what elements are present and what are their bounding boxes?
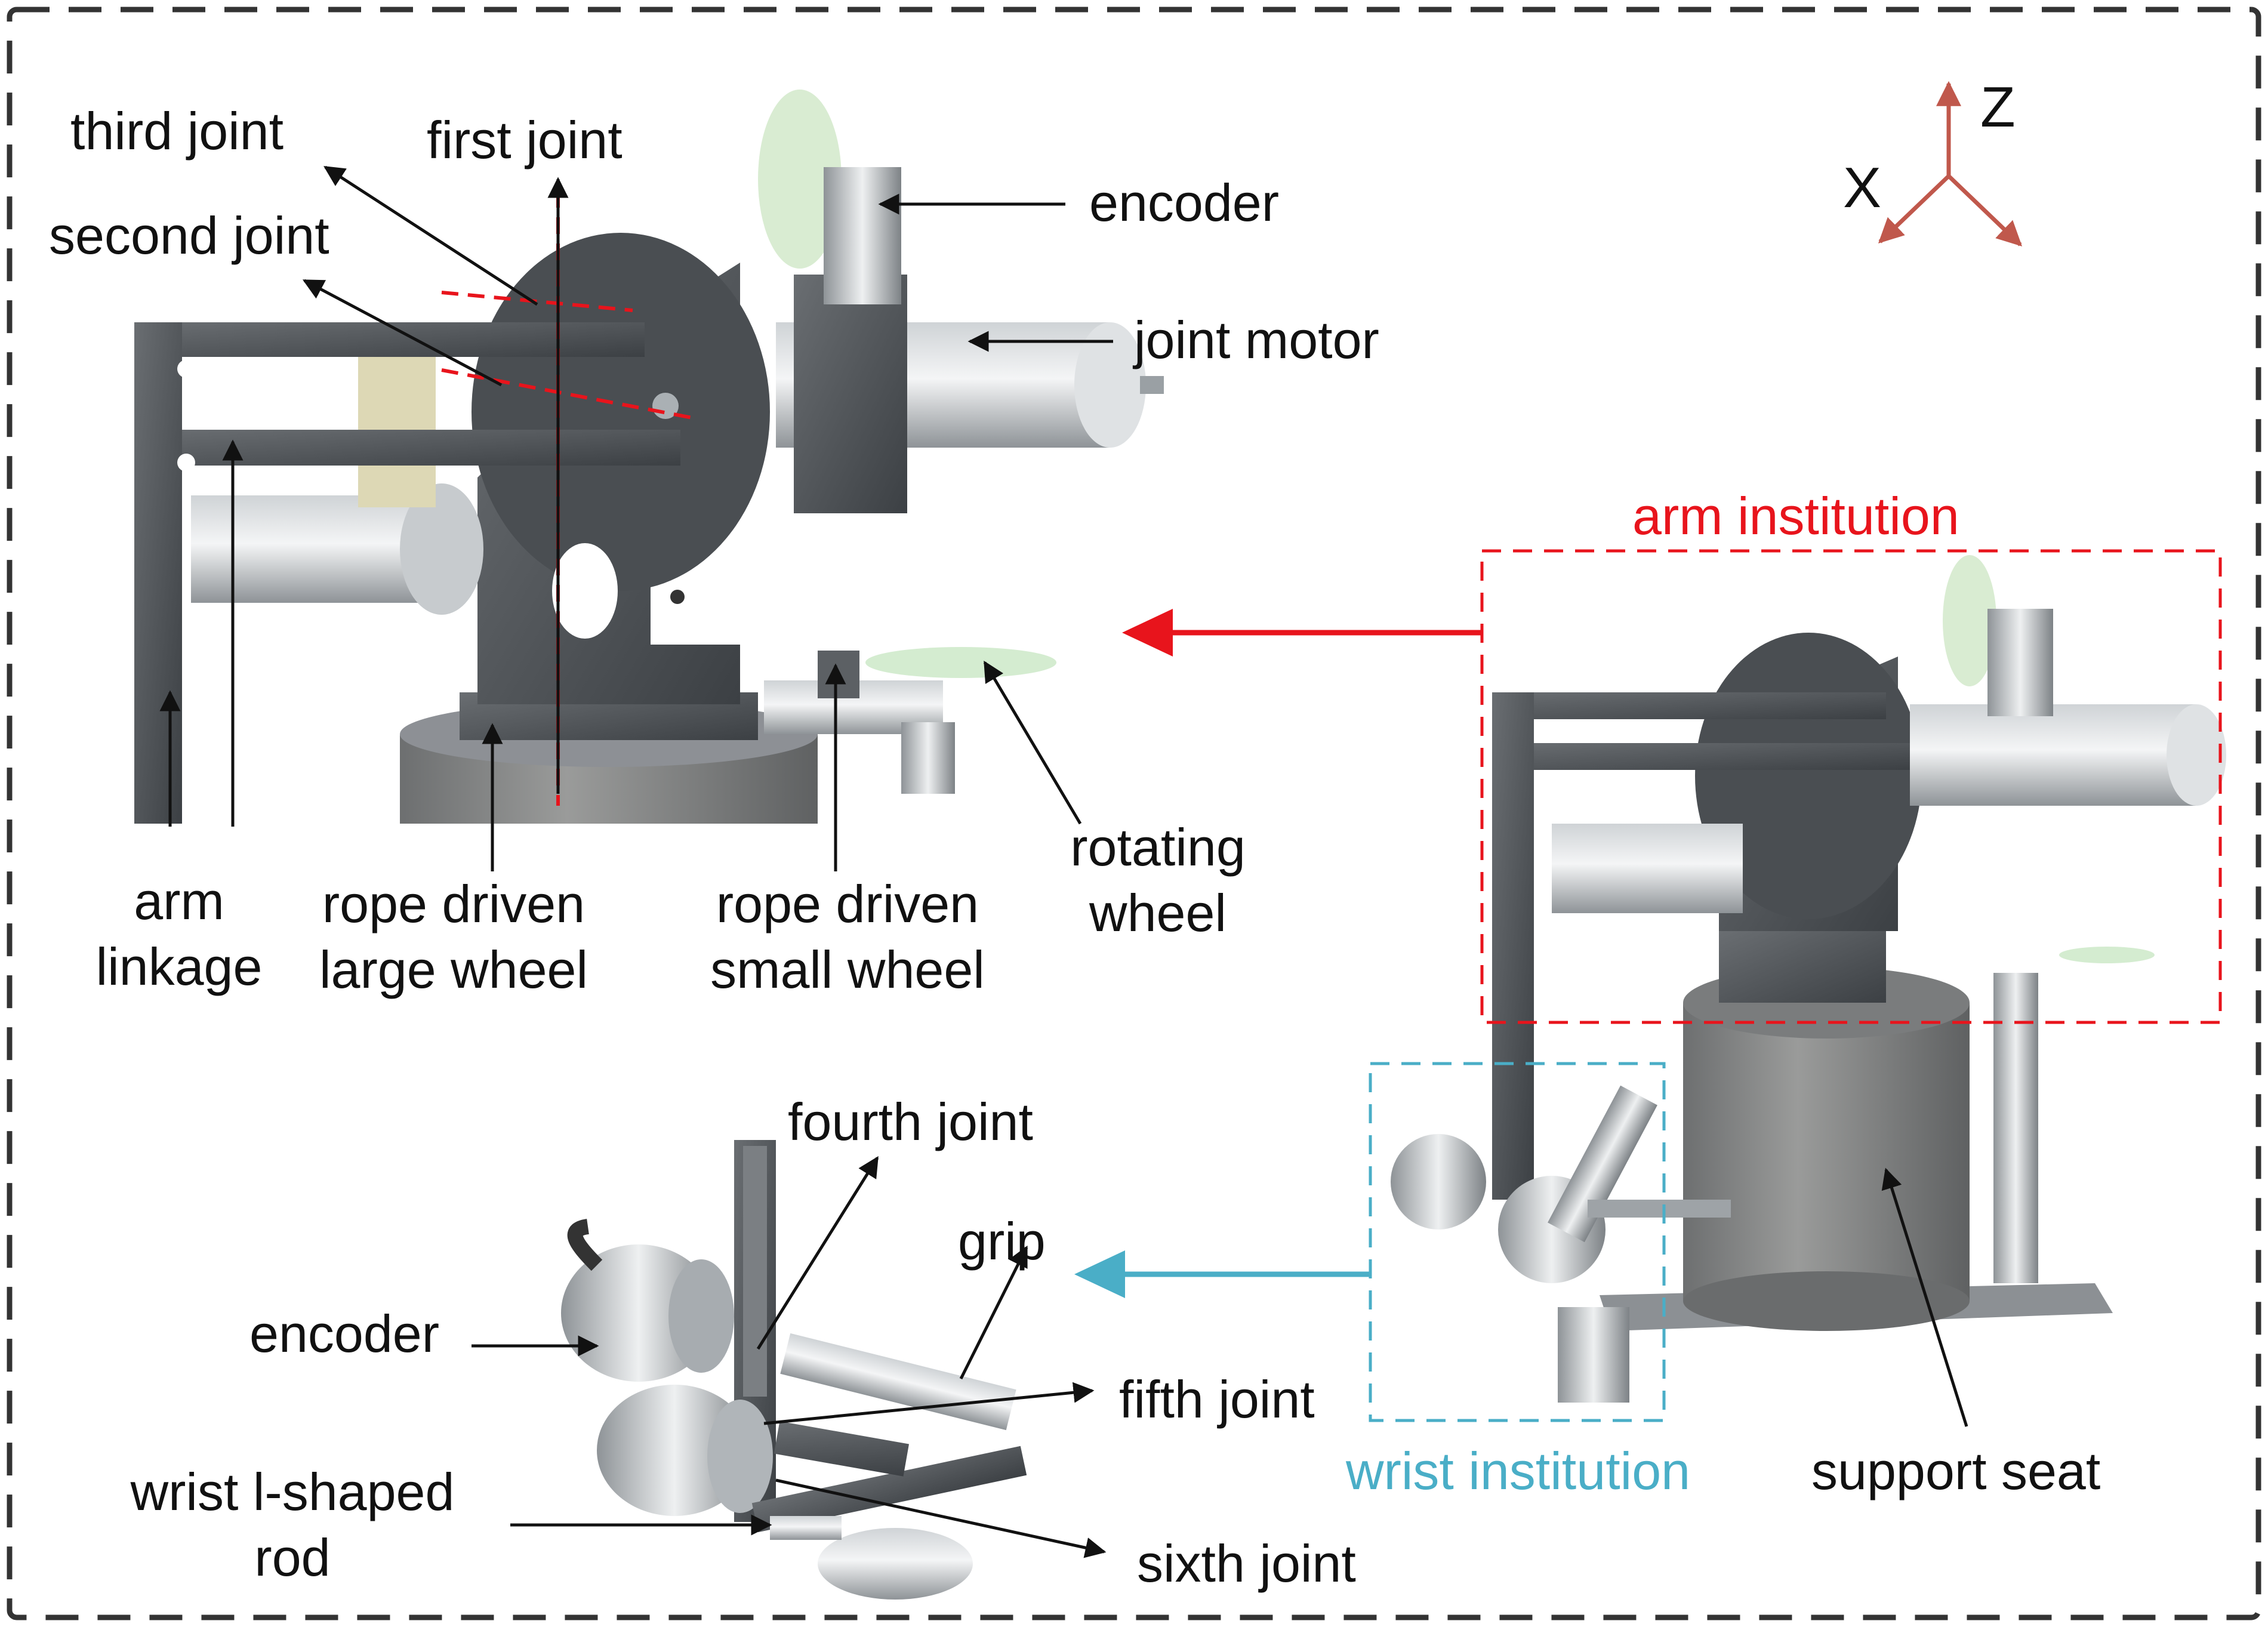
fourth-joint-label: fourth joint: [788, 1092, 1033, 1151]
wrist-mechanism-image: [561, 1140, 1027, 1600]
figure-frame: [7, 7, 2261, 1620]
support-seat-label: support seat: [1811, 1441, 2101, 1500]
fifth-joint-label: fifth joint: [1119, 1370, 1315, 1429]
rotating-wheel-line-2: wheel: [1089, 883, 1227, 942]
joint-motor-label: joint motor: [1134, 310, 1379, 369]
rope-large-line-1: rope driven: [322, 874, 586, 933]
arm-connector-arrow: [1122, 609, 1482, 657]
rope-large-wheel-label: rope driven large wheel: [319, 871, 588, 1003]
rope-small-line-2: small wheel: [710, 940, 985, 999]
grip-label: grip: [958, 1212, 1046, 1271]
rotating-wheel-label: rotating wheel: [1070, 815, 1246, 946]
rotating-wheel-line-1: rotating: [1070, 818, 1246, 877]
wrist-institution-box: [1369, 1062, 1666, 1422]
axis-x-label: X: [1843, 156, 1882, 220]
coordinate-axes: [1878, 81, 2023, 246]
arm-view-leaders: [159, 165, 1113, 871]
wrist-rod-label: wrist l-shaped rod: [131, 1459, 455, 1591]
encoder-label-top: encoder: [1089, 173, 1280, 232]
wrist-rod-line-2: rod: [254, 1528, 331, 1587]
sixth-joint-label: sixth joint: [1137, 1534, 1356, 1593]
wrist-view-leaders: [472, 1156, 1107, 1558]
arm-institution-box: [1480, 549, 2222, 1024]
arm-mechanism-image: [134, 90, 1164, 824]
rope-small-line-1: rope driven: [716, 874, 979, 933]
rope-large-line-2: large wheel: [319, 940, 588, 999]
first-joint-label: first joint: [427, 110, 623, 170]
axis-z-label: Z: [1980, 75, 2016, 139]
arm-linkage-label: arm linkage: [96, 868, 263, 1000]
full-assembly-image: [1391, 555, 2226, 1403]
wrist-institution-label: wrist institution: [1346, 1441, 1691, 1500]
support-seat-leader: [1881, 1167, 1968, 1427]
encoder-label-wrist: encoder: [249, 1304, 440, 1363]
arm-institution-label: arm institution: [1632, 486, 1959, 546]
rope-small-wheel-label: rope driven small wheel: [710, 871, 985, 1003]
arm-linkage-line-2: linkage: [95, 937, 263, 996]
wrist-connector-arrow: [1074, 1250, 1370, 1298]
wrist-rod-line-1: wrist l-shaped: [130, 1462, 455, 1521]
third-joint-label: third joint: [70, 101, 284, 161]
second-joint-label: second joint: [49, 206, 329, 265]
arm-linkage-line-1: arm: [134, 871, 224, 930]
